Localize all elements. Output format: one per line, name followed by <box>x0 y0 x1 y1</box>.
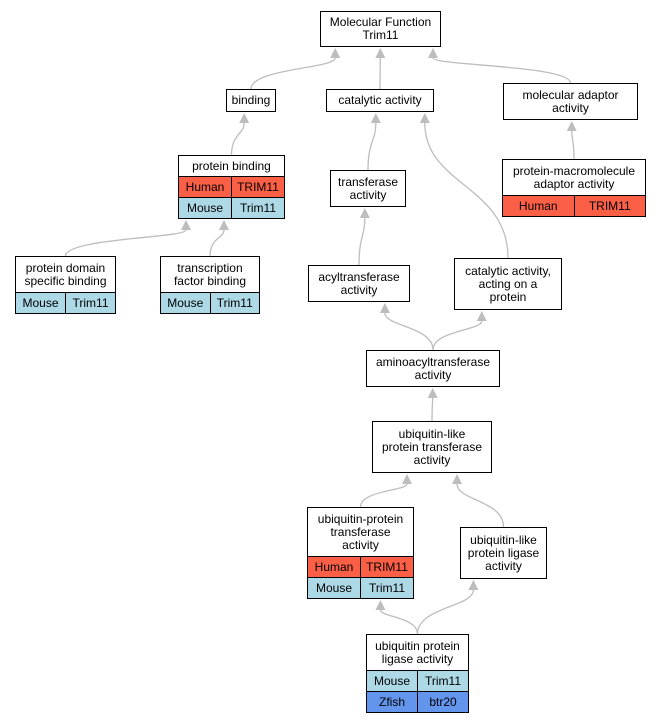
go-node-root[interactable]: Molecular Function Trim11 <box>320 11 441 47</box>
species-cell: Mouse <box>16 293 65 313</box>
edge-arrowhead <box>452 474 463 484</box>
go-term-label: protein domain specific binding <box>24 260 107 288</box>
edge-arrowhead <box>468 580 479 590</box>
species-cell: Zfish <box>367 692 417 712</box>
go-node-ubl-transferase[interactable]: ubiquitin-like protein transferase activ… <box>372 421 492 473</box>
edge-ub-ligase-to-ub-transferase <box>379 609 419 635</box>
edge-ubl-ligase-to-ubl-transferase <box>456 483 505 528</box>
species-cell: Mouse <box>161 293 210 313</box>
edge-binding-to-root <box>250 57 336 90</box>
edge-arrowhead <box>370 113 381 123</box>
species-cell: Human <box>503 196 574 216</box>
gene-cell[interactable]: TRIM11 <box>231 177 284 197</box>
edge-arrowhead <box>428 48 438 58</box>
gene-cell[interactable]: btr20 <box>417 692 468 712</box>
gene-cell[interactable]: TRIM11 <box>360 557 413 577</box>
edge-arrowhead <box>476 311 487 321</box>
edge-arrowhead <box>181 220 191 230</box>
edge-protein-binding-to-binding <box>230 122 245 156</box>
go-term-label: transcription factor binding <box>173 260 247 288</box>
edge-arrowhead <box>401 474 412 484</box>
go-node-transferase[interactable]: transferase activity <box>330 170 406 207</box>
go-term-label: ubiquitin protein ligase activity <box>375 638 460 666</box>
species-cell: Human <box>179 177 231 197</box>
go-term-label: transferase activity <box>337 174 399 202</box>
go-term-label: ubiquitin-like protein transferase activ… <box>381 426 483 467</box>
go-node-adaptor[interactable]: molecular adaptor activity <box>503 83 638 120</box>
edge-arrowhead <box>419 113 430 123</box>
edge-transferase-to-catalytic <box>367 122 377 171</box>
edge-ubl-transferase-to-aminoacyl <box>431 397 434 422</box>
go-node-binding[interactable]: binding <box>226 89 276 112</box>
edge-catalytic-protein-to-catalytic <box>424 122 509 259</box>
go-node-catalytic[interactable]: catalytic activity <box>326 89 434 112</box>
edge-arrowhead <box>375 48 386 58</box>
edge-pm-adaptor-to-adaptor <box>571 130 575 160</box>
go-term-label: catalytic activity, acting on a protein <box>465 263 551 304</box>
gene-cell[interactable]: Trim11 <box>360 578 413 598</box>
edge-aminoacyl-to-catalytic-protein <box>432 320 483 351</box>
edge-arrowhead <box>566 121 577 131</box>
go-term-label: ubiquitin-protein transferase activity <box>317 511 404 552</box>
gene-cell[interactable]: Trim11 <box>231 198 284 218</box>
go-term-label: Molecular Function Trim11 <box>329 15 432 42</box>
go-term-label: aminoacyltransferase activity <box>375 354 491 382</box>
edge-aminoacyl-to-acyltransferase <box>384 312 434 351</box>
species-cell: Mouse <box>179 198 231 218</box>
go-term-label: acyltransferase activity <box>318 269 400 297</box>
edge-arrowhead <box>218 220 229 230</box>
edge-adaptor-to-root <box>432 57 572 84</box>
go-term-label: ubiquitin-like protein ligase activity <box>467 532 540 573</box>
gene-cell[interactable]: TRIM11 <box>573 196 645 216</box>
edge-arrowhead <box>427 388 438 398</box>
edge-arrowhead <box>359 208 370 218</box>
gene-cell[interactable]: Trim11 <box>209 293 259 313</box>
edge-arrowhead <box>239 113 250 123</box>
edge-ub-ligase-to-ubl-ligase <box>416 589 475 635</box>
edge-arrowhead <box>375 600 386 610</box>
edge-tf-binding-to-protein-binding <box>209 229 225 257</box>
gene-cell[interactable]: Trim11 <box>417 671 468 691</box>
species-cell: Mouse <box>367 671 417 691</box>
go-term-label: catalytic activity <box>338 93 422 107</box>
go-node-aminoacyl[interactable]: aminoacyltransferase activity <box>366 350 500 387</box>
edge-domain-binding-to-protein-binding <box>64 229 187 257</box>
edge-arrowhead <box>379 303 390 313</box>
edge-arrowhead <box>330 48 341 58</box>
species-cell: Mouse <box>308 578 360 598</box>
go-term-label: protein binding <box>192 158 271 173</box>
go-node-catalytic-protein[interactable]: catalytic activity, acting on a protein <box>454 258 562 310</box>
go-term-label: binding <box>231 93 271 107</box>
go-node-ubl-ligase[interactable]: ubiquitin-like protein ligase activity <box>460 527 547 579</box>
edge-acyltransferase-to-transferase <box>358 217 366 266</box>
species-cell: Human <box>308 557 360 577</box>
go-term-label: molecular adaptor activity <box>522 87 619 115</box>
gene-cell[interactable]: Trim11 <box>65 293 115 313</box>
edge-ub-transferase-to-ubl-transferase <box>359 483 408 508</box>
go-term-label: protein-macromolecule adaptor activity <box>512 163 636 191</box>
go-node-acyltransferase[interactable]: acyltransferase activity <box>308 265 410 302</box>
